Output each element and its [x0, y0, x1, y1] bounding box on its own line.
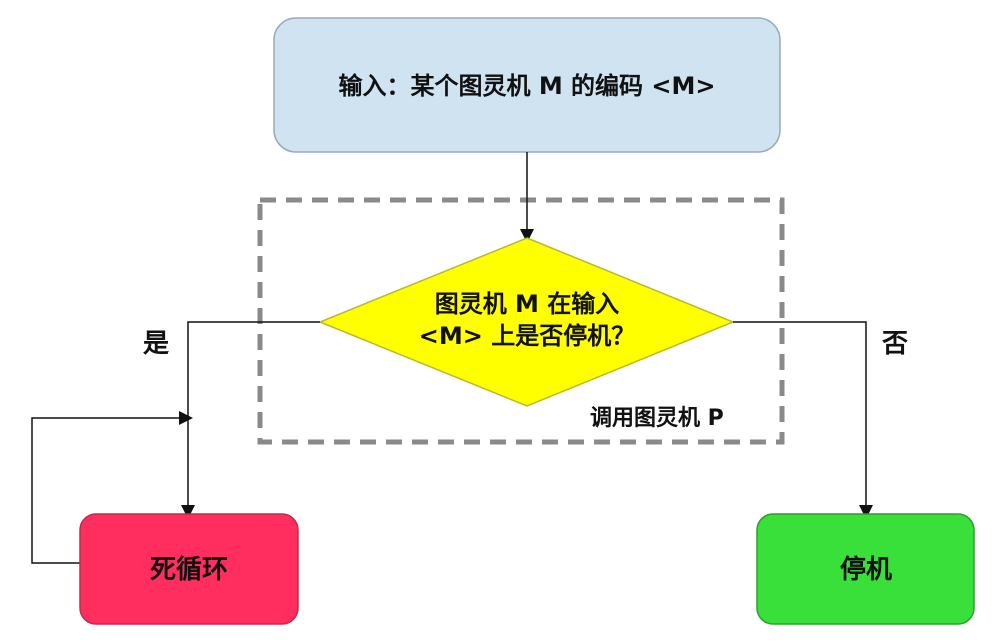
decision-diamond	[318, 237, 735, 407]
no-branch-line	[733, 321, 873, 519]
call-p-group-label: 调用图灵机 P	[590, 406, 724, 431]
halt-node	[756, 513, 975, 625]
no-label: 否	[882, 329, 908, 359]
halt-label: 停机	[840, 554, 892, 585]
yes-label: 是	[143, 329, 169, 359]
decision-label-line-1: 图灵机 M 在输入	[435, 290, 620, 318]
decision-label-line-2: <M> 上是否停机？	[419, 322, 635, 350]
infinite-loop-label: 死循环	[150, 555, 228, 585]
call-p-group-box	[257, 197, 785, 445]
input-node-label: 输入：某个图灵机 M 的编码 <M>	[338, 72, 715, 100]
loop-feedback-line	[31, 411, 193, 564]
infinite-loop-node	[79, 513, 299, 625]
yes-branch-line	[181, 321, 320, 519]
